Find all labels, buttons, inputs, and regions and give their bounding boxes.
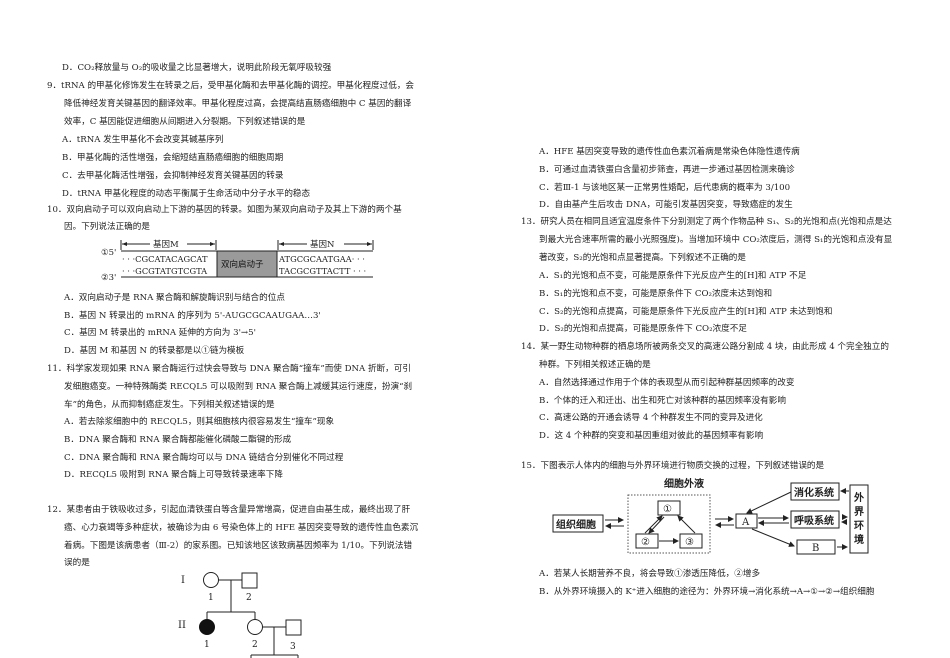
q13-stem-line: 13．研究人员在相同且适宜温度条件下分别测定了两个作物品种 S₁、S₂的光饱和点… (521, 217, 892, 227)
q12-stem-line: 着病。下图是该病患者（Ⅲ-2）的家系图。已知该地区该致病基因频率为 1/10。下… (64, 541, 413, 551)
individual-ii1-female-affected (199, 619, 215, 635)
q8-option-d: D．CO₂释放量与 O₂的吸收量之比显著增大，说明此阶段无氧呼吸较强 (62, 63, 332, 73)
q11-option-b: B．DNA 聚合酶和 RNA 聚合酶都能催化磷酸二酯键的形成 (64, 435, 292, 445)
q14-stem-line: 种群。下列相关叙述正确的是 (539, 360, 651, 370)
environment-char: 境 (854, 533, 864, 546)
q14-stem-line: 14．某一野生动物种群的栖息场所被两条交叉的高速公路分割成 4 块，由此形成 4… (521, 342, 889, 352)
q13-option-a: A．S₁的光饱和点不变，可能是原条件下光反应产生的[H]和 ATP 不足 (539, 271, 807, 281)
strand2-left-seq: · · ·GCGTATGTCGTA (122, 266, 208, 276)
q10-option-c: C．基因 M 转录出的 mRNA 延伸的方向为 3'→5' (64, 328, 256, 338)
q14-option-a: A．自然选择通过作用于个体的表现型从而引起种群基因频率的改变 (539, 378, 795, 388)
q15-stem-line: 15．下图表示人体内的细胞与外界环境进行物质交换的过程，下列叙述错误的是 (521, 461, 825, 471)
bidirectional-promoter-diagram: 基因M 基因N 双向启动子 ①5' ②3' · · ·CGCATACAGCAT … (101, 239, 374, 283)
q10-stem-line: 因。下列说法正确的是 (64, 222, 150, 232)
individual-i1-female-unaffected (203, 572, 219, 588)
generation-label: II (178, 620, 186, 631)
individual-number: 3 (290, 642, 296, 652)
node-a-box (735, 513, 758, 529)
external-environment-box (849, 484, 869, 554)
node-b-box (796, 539, 836, 555)
q12-stem-line: 癌、心力衰竭等多种症状，被确诊为由 6 号染色体上的 HFE 基因突变导致的遗传… (64, 523, 419, 533)
q13-option-d: D．S₂的光饱和点提高，可能是原条件下 CO₂浓度不足 (539, 324, 747, 334)
q9-option-a: A．tRNA 发生甲基化不会改变其碱基序列 (62, 135, 224, 145)
q11-stem-line: 11．科学家发现如果 RNA 聚合酶运行过快会导致与 DNA 聚合酶“撞车”而使… (47, 364, 411, 374)
environment-char: 界 (854, 506, 864, 518)
q15-option-b: B．从外界环境摄入的 K⁺进入细胞的途径为：外界环境→消化系统→A→①→②→组织… (539, 587, 875, 597)
node-3-box (679, 533, 703, 549)
respiratory-system-box (790, 510, 840, 529)
q13-stem-line: 著改变，S₂的光饱和点显著提高。下列叙述不正确的是 (539, 253, 746, 263)
individual-number: 2 (252, 640, 258, 650)
q11-stem-line: 车”的角色，从而抑制癌症发生。下列相关叙述错误的是 (64, 400, 275, 410)
strand1-right-seq: ATGCGCAATGAA· · · (278, 254, 365, 264)
q11-stem-line: 发细胞癌变。一种特殊酶类 RECQL5 可以吸附到 RNA 聚合酶上减缓其运行速… (64, 382, 413, 392)
tissue-cell-box (552, 514, 604, 533)
q15-option-a: A．若某人长期营养不良，将会导致①渗透压降低，②增多 (539, 569, 761, 579)
strand1-label: ①5' (101, 248, 116, 258)
pedigree-chart: I II 1 2 1 2 3 (178, 572, 302, 658)
q11-option-d: D．RECQL5 吸附到 RNA 聚合酶上可导致转录速率下降 (64, 470, 283, 480)
node-2-label: ② (641, 537, 650, 548)
q14-option-c: C．高速公路的开通会诱导 4 个种群发生不同的变异及进化 (539, 413, 763, 423)
node-1-label: ① (663, 504, 672, 515)
q13-option-c: C．S₂的光饱和点提高，可能是原条件下光反应产生的[H]和 ATP 未达到饱和 (539, 307, 833, 317)
environment-char: 环 (854, 520, 864, 532)
individual-number: 1 (204, 640, 210, 650)
tissue-cell-label: 组织细胞 (556, 518, 596, 531)
q12-stem-line: 误的是 (64, 558, 90, 568)
q9-stem-line: 9．tRNA 的甲基化修饰发生在转录之后，受甲基化酶和去甲基化酶的调控。甲基化程… (47, 81, 415, 91)
promoter-box (216, 250, 278, 278)
q12-option-d: D．自由基产生后攻击 DNA，可能引发基因突变，导致癌症的发生 (539, 200, 793, 210)
q9-stem-line: 效率，C 基因能促进细胞从间期进入分裂期。下列叙述错误的是 (64, 117, 306, 127)
node-b-label: B (812, 543, 819, 554)
individual-i2-male-unaffected (241, 572, 258, 589)
q11-option-c: C．DNA 聚合酶和 RNA 聚合酶均可以与 DNA 链结合分别催化不同过程 (64, 453, 344, 463)
q12-option-a: A．HFE 基因突变导致的遗传性血色素沉着病是常染色体隐性遗传病 (539, 147, 800, 157)
q13-stem-line: 到最大光合速率所需的最小光照强度)。当增加环境中 CO₂浓度后，测得 S₁的光饱… (539, 235, 893, 245)
q9-option-b: B．甲基化酶的活性增强，会缩短结直肠癌细胞的细胞周期 (62, 153, 284, 163)
q12-option-c: C．若Ⅲ-1 与该地区某一正常男性婚配，后代患病的概率为 3/100 (539, 183, 791, 193)
node-3-label: ③ (685, 537, 694, 548)
q10-option-b: B．基因 N 转录出的 mRNA 的序列为 5'-AUGCGCAAUGAA…3' (64, 311, 321, 321)
generation-label: I (181, 575, 185, 586)
individual-ii2-female-unaffected (247, 619, 263, 635)
q12-stem-line: 12．某患者由于铁吸收过多，引起血清铁蛋白等含量异常增高，促进自由基生成，最终出… (47, 505, 411, 515)
q14-option-b: B．个体的迁入和迁出、出生和死亡对该种群的基因频率没有影响 (539, 396, 786, 406)
promoter-label: 双向启动子 (221, 259, 264, 270)
digestive-system-label: 消化系统 (794, 486, 834, 499)
respiratory-system-label: 呼吸系统 (794, 514, 834, 527)
gene-n-label: 基因N (310, 239, 335, 250)
node-1-box (657, 500, 681, 516)
q10-option-d: D．基因 M 和基因 N 的转录都是以①链为模板 (64, 346, 245, 356)
individual-number: 2 (246, 593, 252, 603)
environment-char: 外 (853, 491, 864, 504)
q14-option-d: D．这 4 个种群的突变和基因重组对彼此的基因频率有影响 (539, 431, 764, 441)
strand2-label: ②3' (101, 273, 116, 283)
gene-m-label: 基因M (153, 239, 179, 250)
node-a-label: A (741, 517, 750, 528)
extracellular-fluid-box (627, 494, 711, 554)
q12-option-b: B．可通过血清铁蛋白含量初步筛查，再进一步通过基因检测来确诊 (539, 165, 795, 175)
material-exchange-diagram: 细胞外液 组织细胞 ① ② ③ A 消化系统 (552, 477, 869, 555)
q9-stem-line: 降低神经发育关键基因的翻译效率。甲基化程度过高，会提高结直肠癌细胞中 C 基因的… (64, 99, 412, 109)
q9-option-d: D．tRNA 甲基化程度的动态平衡属于生命活动中分子水平的稳态 (62, 189, 311, 199)
strand1-left-seq: · · ·CGCATACAGCAT (122, 254, 208, 264)
individual-number: 1 (208, 593, 214, 603)
q10-option-a: A．双向启动子是 RNA 聚合酶和解旋酶识别与结合的位点 (64, 293, 285, 303)
q10-stem-line: 10．双向启动子可以双向启动上下游的基因的转录。如图为某双向启动子及其上下游的两… (47, 205, 402, 215)
individual-ii3-male-unaffected (285, 619, 302, 636)
q13-option-b: B．S₁的光饱和点不变，可能是原条件下 CO₂浓度未达到饱和 (539, 289, 773, 299)
digestive-system-box (790, 482, 840, 501)
strand2-right-seq: TACGCGTTACTT · · · (279, 266, 366, 276)
q9-option-c: C．去甲基化酶活性增强，会抑制神经发育关键基因的转录 (62, 171, 284, 181)
extracellular-fluid-title: 细胞外液 (664, 477, 704, 490)
node-2-box (635, 533, 659, 549)
q11-option-a: A．若去除浆细胞中的 RECQL5，则其细胞核内很容易发生“撞车”现象 (64, 417, 335, 427)
